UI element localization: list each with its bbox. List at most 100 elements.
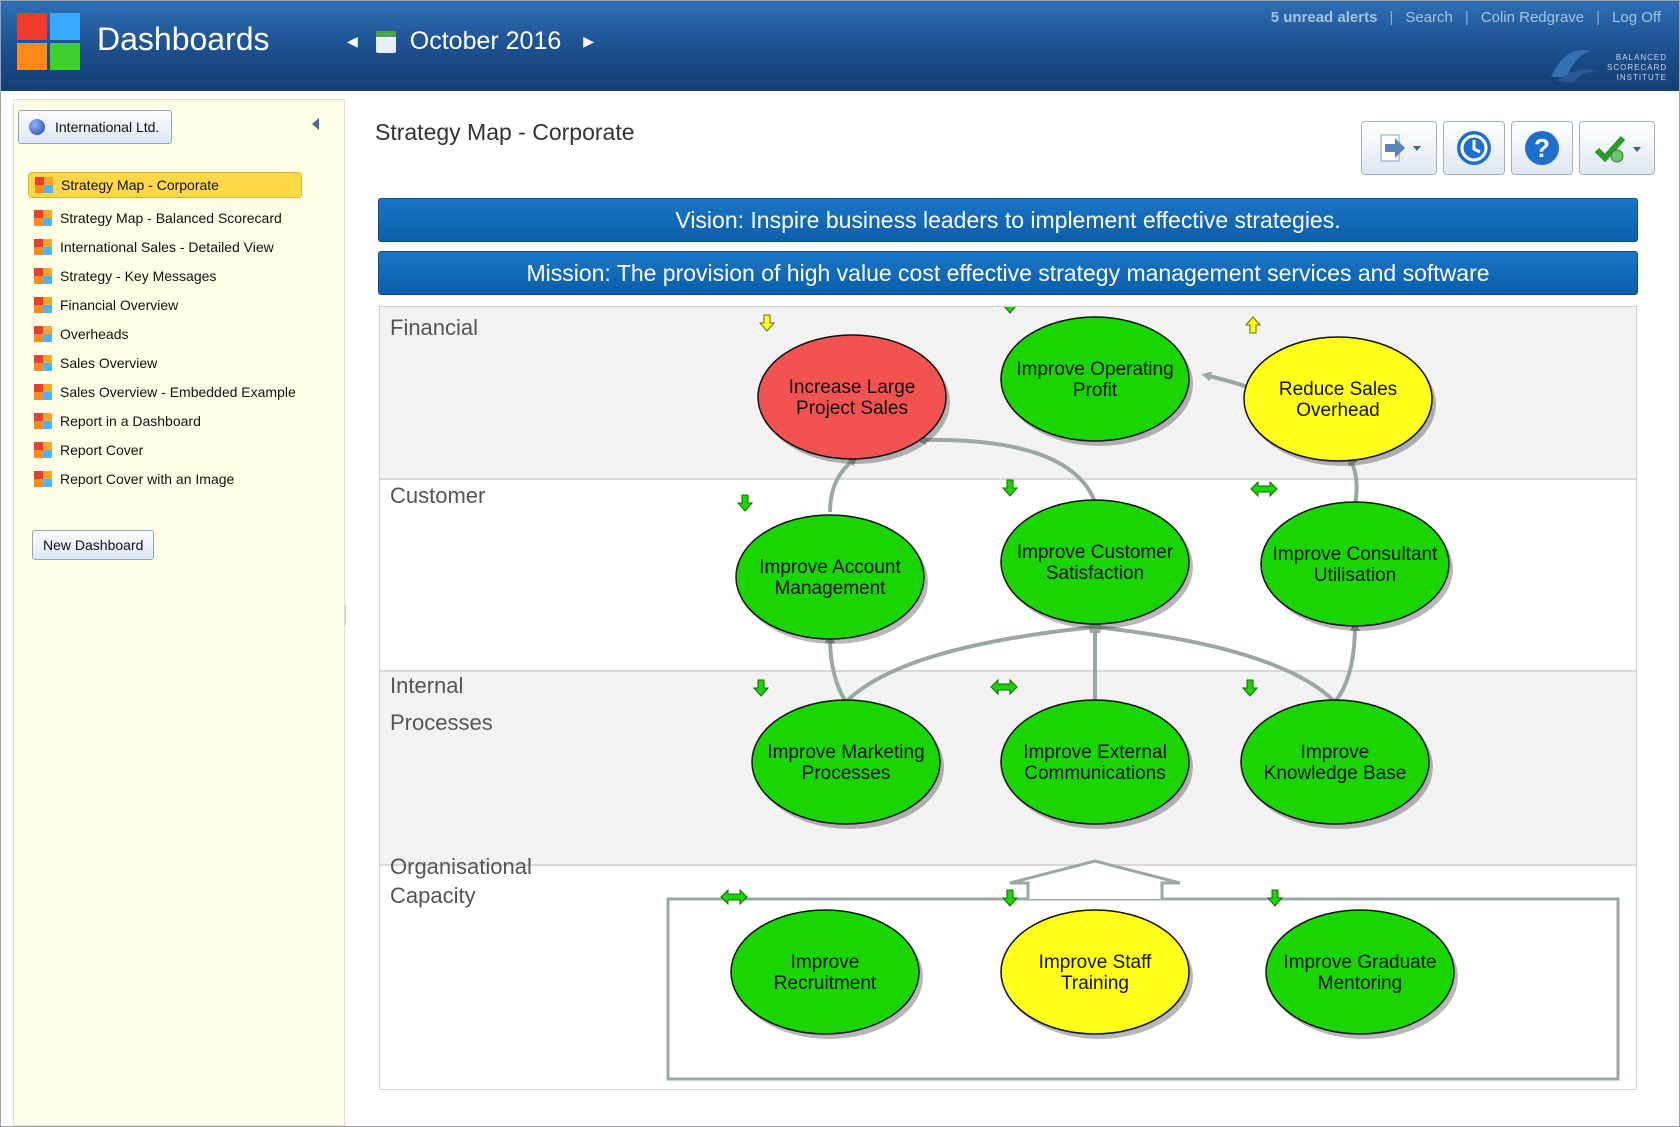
dashboard-icon — [34, 354, 52, 371]
history-button[interactable] — [1443, 121, 1505, 175]
collapse-sidebar-icon[interactable] — [312, 118, 319, 130]
balanced-scorecard-institute-logo-icon — [1551, 50, 1599, 83]
sidebar-item-overheads[interactable]: Overheads — [28, 319, 302, 348]
strategy-map: FinancialCustomerInternalProcessesOrgani… — [379, 306, 1637, 1090]
dashboard-icon — [34, 325, 52, 342]
logoff-link[interactable]: Log Off — [1612, 9, 1661, 26]
trend-flat-icon — [720, 888, 748, 906]
dashboard-icon — [34, 470, 52, 487]
sidebar-item-international-sales[interactable]: International Sales - Detailed View — [28, 232, 302, 261]
objective-label: Satisfaction — [1046, 563, 1144, 584]
period-label[interactable]: October 2016 — [409, 27, 562, 55]
search-link[interactable]: Search — [1405, 9, 1453, 26]
help-question-icon: ? — [1525, 131, 1559, 165]
sidebar-item-strategy-map-corporate[interactable]: Strategy Map - Corporate — [28, 172, 302, 198]
perspective-label: Processes — [390, 710, 493, 735]
cause-effect-arrow — [1091, 622, 1337, 704]
objective-label: Improve Staff — [1039, 952, 1152, 973]
sidebar-item-report-cover[interactable]: Report Cover — [28, 435, 302, 464]
dashboard-icon — [34, 296, 52, 313]
perspective-label: Internal — [390, 673, 463, 698]
cause-effect-arrow — [844, 622, 1099, 704]
objective-label: Training — [1061, 973, 1129, 994]
dashboard-icon — [34, 238, 52, 255]
objective-status-shape — [1000, 499, 1190, 625]
export-button[interactable] — [1361, 121, 1437, 175]
sidebar-item-sales-overview-embedded[interactable]: Sales Overview - Embedded Example — [28, 377, 302, 406]
organisation-selector-button[interactable]: International Ltd. — [18, 110, 173, 144]
objective-label: Communications — [1024, 763, 1166, 784]
sidebar-item-strategy-map-balanced-scorecard[interactable]: Strategy Map - Balanced Scorecard — [28, 203, 302, 232]
help-button[interactable]: ? — [1511, 121, 1573, 175]
perspective-label: Customer — [390, 483, 485, 508]
objective-status-shape — [1000, 316, 1190, 442]
new-dashboard-button[interactable]: New Dashboard — [32, 530, 155, 560]
sidebar-splitter-handle[interactable] — [345, 605, 348, 625]
globe-icon — [29, 119, 45, 135]
page-title: Strategy Map - Corporate — [375, 119, 635, 145]
cause-effect-arrow — [1348, 455, 1359, 506]
objective-label: Management — [775, 578, 887, 599]
dashboard-icon — [34, 209, 52, 226]
objective-label: Processes — [802, 763, 891, 784]
sidebar-item-report-cover-with-image[interactable]: Report Cover with an Image — [28, 464, 302, 493]
previous-period-icon[interactable]: ◀ — [347, 33, 358, 49]
objective-status-shape — [1000, 699, 1190, 825]
cause-effect-arrow — [1333, 621, 1360, 704]
vision-banner: Vision: Inspire business leaders to impl… — [378, 198, 1638, 242]
objective-status-shape — [1240, 699, 1430, 825]
objective-status-shape — [1260, 501, 1450, 627]
objective-label: Increase Large — [789, 377, 916, 398]
objective-label: Improve Marketing — [767, 742, 924, 763]
sidebar-item-financial-overview[interactable]: Financial Overview — [28, 290, 302, 319]
objective-label: Improve Customer — [1017, 542, 1174, 563]
objective-label: Improve Operating — [1016, 359, 1173, 380]
sidebar-item-report-in-a-dashboard[interactable]: Report in a Dashboard — [28, 406, 302, 435]
dashboard-icon — [34, 441, 52, 458]
sidebar-item-strategy-key-messages[interactable]: Strategy - Key Messages — [28, 261, 302, 290]
trend-flat-icon — [990, 678, 1018, 696]
dashboard-icon — [34, 267, 52, 284]
objective-status-shape — [1000, 909, 1190, 1035]
top-header: Dashboards ◀ October 2016 ▶ 5 unread ale… — [1, 1, 1679, 91]
sidebar: International Ltd. Strategy Map - Corpor… — [13, 99, 345, 1126]
objective-label: Improve External — [1023, 742, 1167, 763]
objective-status-shape — [1243, 336, 1433, 462]
objective-label: Mentoring — [1318, 973, 1403, 994]
svg-text:?: ? — [1534, 133, 1550, 163]
trend-down-icon — [736, 494, 754, 512]
dashboard-list: Strategy Map - Corporate Strategy Map - … — [28, 172, 302, 493]
trend-down-icon — [1266, 889, 1284, 907]
perspective-label: Financial — [390, 315, 478, 340]
user-link[interactable]: Colin Redgrave — [1480, 9, 1585, 26]
objective-label: Improve — [791, 952, 860, 973]
trend-down-icon — [1004, 307, 1016, 314]
trend-up-icon — [1244, 316, 1262, 334]
trend-down-icon — [1001, 889, 1019, 907]
calendar-icon[interactable] — [375, 30, 396, 53]
alerts-link[interactable]: 5 unread alerts — [1270, 9, 1378, 26]
objective-label: Improve Consultant — [1273, 544, 1438, 565]
objective-label: Improve Account — [759, 557, 901, 578]
sidebar-item-sales-overview[interactable]: Sales Overview — [28, 348, 302, 377]
objective-status-shape — [730, 909, 920, 1035]
next-period-icon[interactable]: ▶ — [583, 33, 595, 49]
objective-label: Improve Graduate — [1283, 952, 1436, 973]
export-arrow-icon — [1380, 134, 1421, 162]
approve-button[interactable] — [1579, 121, 1655, 175]
nav-separator: | — [1389, 9, 1394, 26]
trend-down-icon — [1241, 679, 1259, 697]
